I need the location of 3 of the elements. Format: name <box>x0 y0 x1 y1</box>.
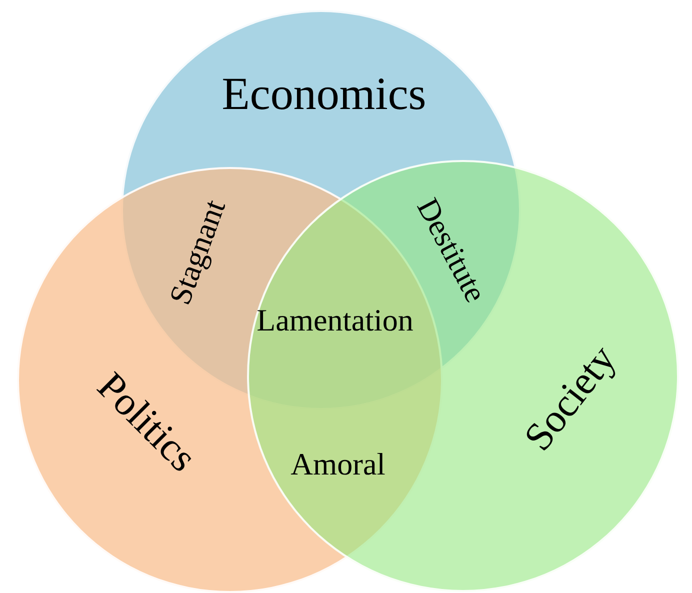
set-label: Economics <box>222 71 426 117</box>
overlap-label: Lamentation <box>256 304 414 336</box>
overlap-label: Amoral <box>290 448 386 480</box>
